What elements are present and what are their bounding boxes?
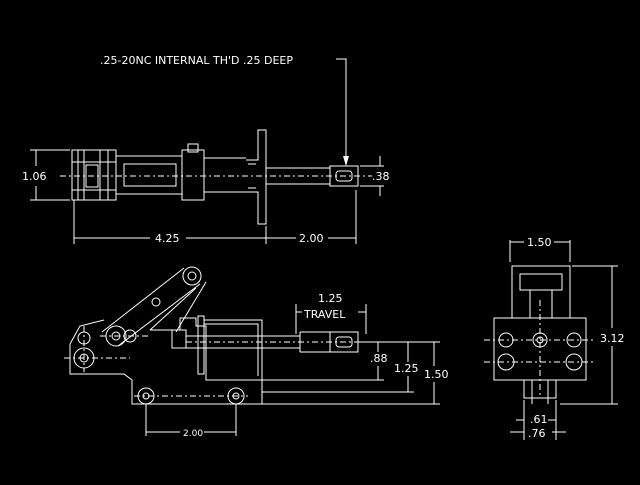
top-cap xyxy=(187,143,199,153)
dim-side-125: 1.25 xyxy=(394,362,419,375)
dim-travel-word: TRAVEL xyxy=(303,308,346,321)
side-body-edge xyxy=(69,319,105,345)
handle-arm-edge xyxy=(101,267,185,333)
thread-note-label: .25-20NC INTERNAL TH'D .25 DEEP xyxy=(100,54,293,67)
dim-side-150: 1.50 xyxy=(424,368,449,381)
thread-note-arrowhead xyxy=(343,156,349,166)
link-arm-edge xyxy=(175,281,207,333)
side-link-block xyxy=(171,329,187,349)
thread-note-leader xyxy=(336,58,347,164)
dim-end-076: .76 xyxy=(528,427,546,440)
end-view: 1.50 3.12 .61 .76 xyxy=(484,236,625,440)
handle-knob xyxy=(182,266,202,286)
dim-top-rod-length: 2.00 xyxy=(299,232,324,245)
end-hole-tr xyxy=(566,332,582,348)
dim-top-body-length: 4.25 xyxy=(155,232,180,245)
dim-side-088: .88 xyxy=(370,352,388,365)
end-upper-inner xyxy=(519,273,563,291)
top-body-end xyxy=(181,149,205,201)
dim-end-width: 1.50 xyxy=(527,236,552,249)
side-bracket-edge xyxy=(204,319,263,380)
side-view: 1.25 TRAVEL .88 1.25 1.50 2.00 xyxy=(64,266,449,439)
side-body-outline xyxy=(69,317,263,405)
pivot-hole xyxy=(151,297,161,307)
link-arm-edge xyxy=(149,287,197,331)
handle-knob-hole xyxy=(187,271,197,281)
handle-arm-edge xyxy=(117,283,201,347)
side-bracket-edge xyxy=(204,323,259,376)
dim-top-rod-dia: .38 xyxy=(372,170,390,183)
top-view: .25-20NC INTERNAL TH'D .25 DEEP xyxy=(22,54,390,245)
top-body xyxy=(115,155,183,195)
dim-travel-value: 1.25 xyxy=(318,292,343,305)
dim-end-061: .61 xyxy=(530,413,548,426)
end-lower-block xyxy=(523,379,557,399)
top-flange xyxy=(246,129,267,225)
dim-side-hole-spacing: 2.00 xyxy=(183,429,203,439)
dim-end-height: 3.12 xyxy=(600,332,625,345)
dim-top-height: 1.06 xyxy=(22,170,47,183)
side-bracket xyxy=(197,315,205,375)
top-body-inner xyxy=(123,163,177,187)
top-linkage-block xyxy=(71,149,117,201)
